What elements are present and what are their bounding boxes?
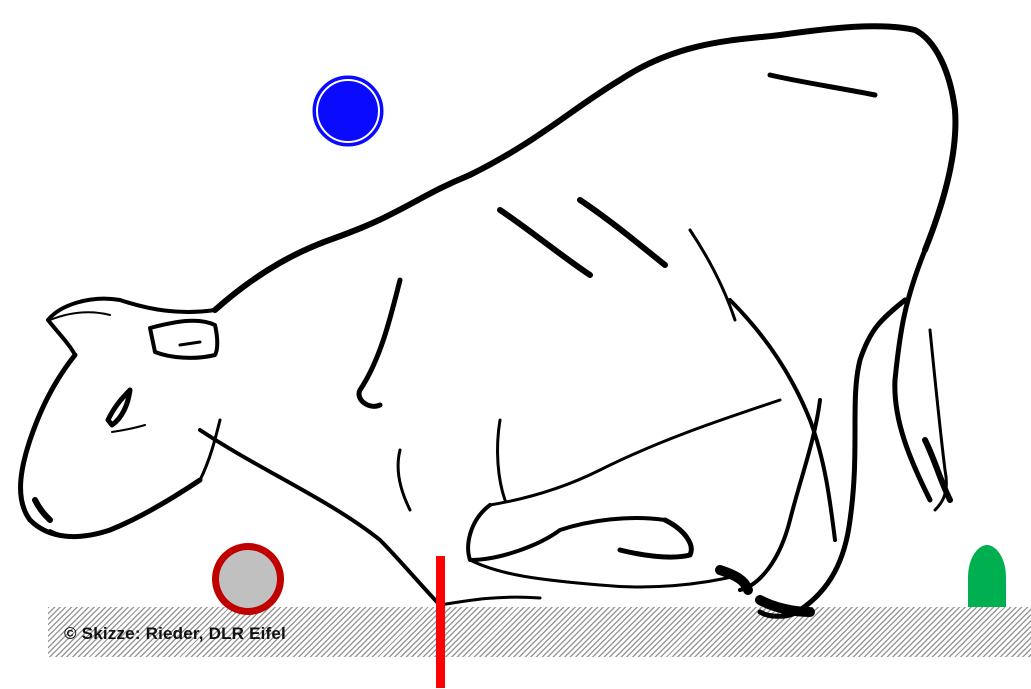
red-vertical-line-marker [436,556,445,688]
blue-circle-marker [313,76,383,146]
cow-sketch [21,26,956,616]
green-bullet-marker [968,545,1006,607]
red-ring-grey-circle-marker [212,543,284,615]
